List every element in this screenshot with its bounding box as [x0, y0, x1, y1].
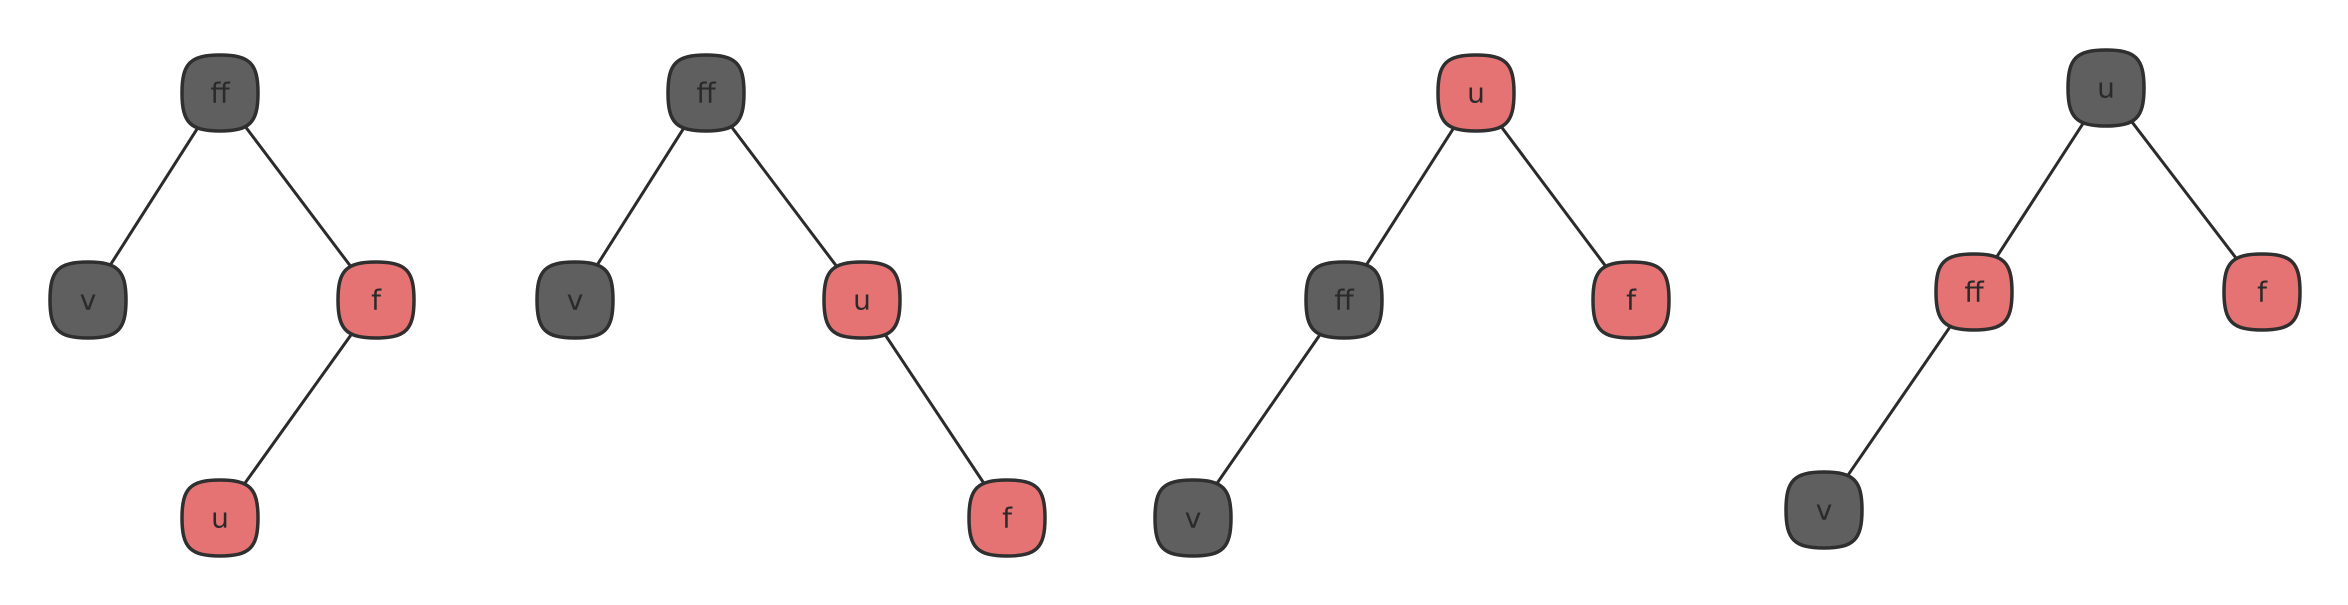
tree-2-node-ff-circle: [666, 53, 746, 133]
tree-2-edge-ff-to-u: [727, 122, 841, 271]
tree-3-edge-ff-to-v: [1213, 330, 1324, 488]
tree-4-node-ff-circle: [1934, 252, 2014, 332]
tree-2-node-u-circle: [822, 260, 902, 340]
tree-1-node-v-label: v: [80, 284, 97, 317]
tree-1-node-f: f: [336, 260, 416, 340]
tree-3-node-f: f: [1591, 260, 1671, 340]
tree-1-node-f-label: f: [371, 284, 382, 317]
tree-1-node-v: v: [48, 260, 128, 340]
tree-2-edge-u-to-f: [881, 330, 988, 488]
tree-4-edge-ff-to-v: [1844, 322, 1954, 480]
tree-2-node-f: f: [967, 478, 1047, 558]
tree-4-node-ff: ff: [1934, 252, 2014, 332]
tree-4-node-ff-label: ff: [1964, 276, 1984, 309]
tree-4-node-v-label: v: [1816, 494, 1833, 527]
tree-3-edge-u-to-f: [1497, 122, 1610, 271]
tree-1-node-ff-label: ff: [210, 77, 230, 110]
tree-2-node-u: u: [822, 260, 902, 340]
tree-1-node-u-circle: [180, 478, 260, 558]
tree-1-node-u-label: u: [211, 502, 229, 535]
tree-2-node-v-circle: [535, 260, 615, 340]
tree-3-node-u: u: [1436, 53, 1516, 133]
tree-4-node-u: u: [2066, 48, 2146, 128]
tree-3-node-ff-label: ff: [1334, 284, 1354, 317]
tree-2-edge-ff-to-v: [594, 124, 687, 269]
tree-4-node-v: v: [1784, 470, 1864, 550]
tree-2-node-u-label: u: [853, 284, 871, 317]
tree-1-edge-ff-to-v: [107, 124, 201, 269]
tree-3-node-v-circle: [1153, 478, 1233, 558]
tree-2-node-f-label: f: [1002, 502, 1013, 535]
tree-2-node-f-circle: [967, 478, 1047, 558]
tree-3-node-ff: ff: [1304, 260, 1384, 340]
tree-2-node-ff: ff: [666, 53, 746, 133]
tree-4-edge-u-to-ff: [1993, 119, 2087, 261]
tree-3-node-f-circle: [1591, 260, 1671, 340]
tree-1-node-v-circle: [48, 260, 128, 340]
tree-2-node-v-label: v: [567, 284, 584, 317]
tree-2-node-v: v: [535, 260, 615, 340]
tree-2-node-ff-label: ff: [696, 77, 716, 110]
tree-3-node-u-circle: [1436, 53, 1516, 133]
tree-3-node-v: v: [1153, 478, 1233, 558]
tree-3-edge-u-to-ff: [1363, 124, 1457, 269]
edges-layer: [107, 117, 2241, 488]
tree-4-node-f-label: f: [2257, 276, 2268, 309]
tree-4-node-f: f: [2222, 252, 2302, 332]
tree-4-node-v-circle: [1784, 470, 1864, 550]
tree-1-node-u: u: [180, 478, 260, 558]
tree-4-node-f-circle: [2222, 252, 2302, 332]
tree-1-node-ff-circle: [180, 53, 260, 133]
tree-3-node-u-label: u: [1467, 77, 1485, 110]
tree-4-edge-u-to-f: [2127, 117, 2241, 263]
tree-1-node-ff: ff: [180, 53, 260, 133]
tree-3-node-ff-circle: [1304, 260, 1384, 340]
tree-3-node-f-label: f: [1626, 284, 1637, 317]
tree-1-edge-ff-to-f: [241, 122, 355, 271]
tree-3-node-v-label: v: [1185, 502, 1202, 535]
tree-4-node-u-label: u: [2097, 72, 2115, 105]
tree-1-node-f-circle: [336, 260, 416, 340]
tree-1-edge-f-to-u: [240, 330, 356, 488]
tree-4-node-u-circle: [2066, 48, 2146, 128]
